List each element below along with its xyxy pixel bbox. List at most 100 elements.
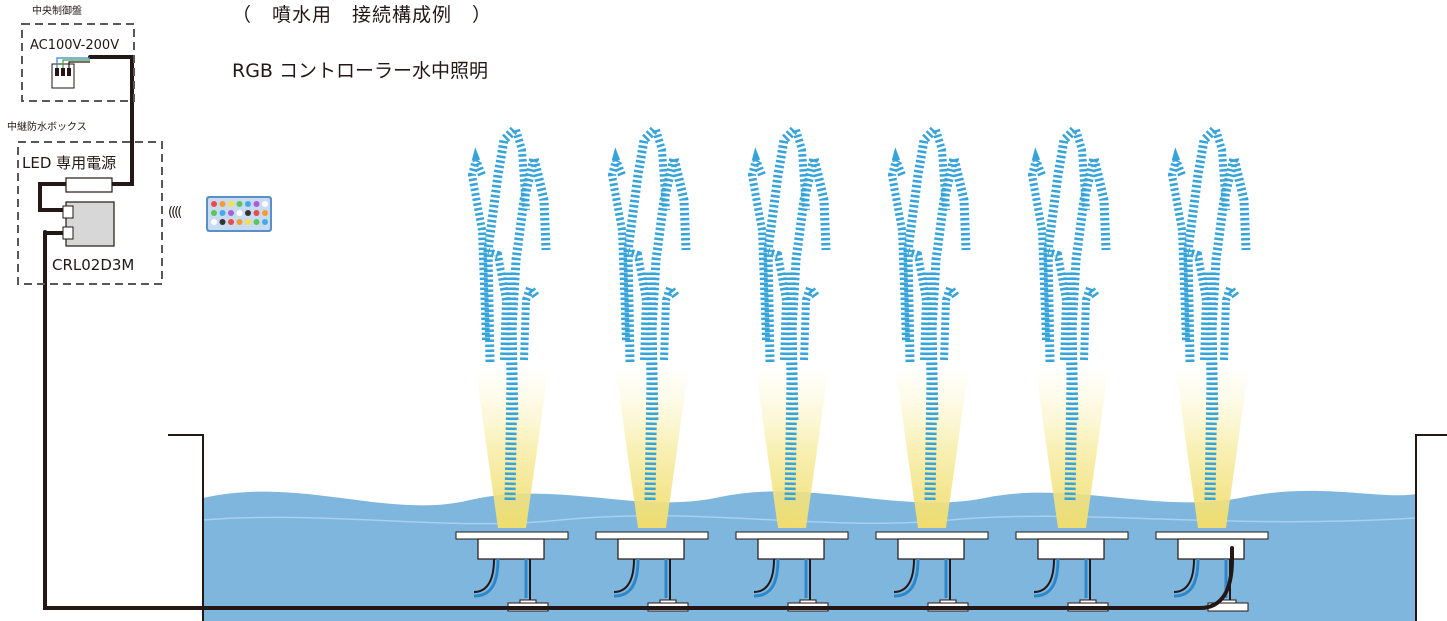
fixture-plate (455, 531, 569, 540)
water-jet-stream (1046, 248, 1071, 361)
water-jet-stream (1064, 269, 1078, 501)
water-jet-stream (1027, 147, 1050, 341)
fountains (455, 126, 1269, 612)
cable-blue (613, 558, 640, 598)
remote-button (245, 210, 251, 216)
water-jet-stream (1183, 126, 1218, 363)
fountain-unit (595, 126, 709, 612)
underwater-light (477, 538, 545, 560)
cable-blue (893, 558, 920, 598)
central-panel-label: 中央制御盤 (32, 6, 82, 17)
water-jet-stream (483, 126, 518, 363)
water-jet-stream (903, 126, 938, 363)
water-jet-stream (660, 279, 680, 361)
pool-right-wall (1415, 434, 1447, 621)
cabling (38, 55, 1234, 610)
panel-to-psu-cable (88, 55, 134, 186)
water-jet-stream (623, 126, 658, 363)
water-jet-stream (607, 147, 630, 341)
led-power-supply-unit (65, 177, 113, 193)
water-jet-stream (504, 269, 518, 501)
relay-box-label: 中継防水ボックス (7, 122, 87, 133)
remote-button (228, 210, 234, 216)
fixture-plate (875, 531, 989, 540)
cable-black (1033, 558, 1055, 593)
water-jet-stream (784, 269, 798, 501)
cable-black (613, 558, 635, 593)
water-jet-stream (644, 269, 658, 501)
water-jet-stream (940, 279, 960, 361)
cable-blue (753, 558, 780, 598)
water-jet-stream (763, 126, 798, 363)
diagram-subtitle: RGB コントローラー水中照明 (232, 60, 488, 82)
remote-button (262, 219, 268, 225)
rgb-remote-control-icon (206, 196, 272, 232)
remote-button (236, 219, 243, 225)
water-jet-stream (747, 147, 770, 341)
relay-waterproof-box (17, 141, 163, 285)
water-jet-stream (924, 269, 938, 501)
controller-unit (65, 201, 115, 247)
underwater-light (897, 538, 965, 560)
water-jet-stream (486, 248, 511, 361)
remote-button (262, 210, 268, 216)
fountain-unit (1015, 126, 1129, 612)
voltage-label: AC100V-200V (30, 38, 120, 53)
water-jet-stream (626, 248, 651, 361)
remote-button (245, 219, 251, 225)
main-cable (43, 230, 1234, 610)
water-jet-stream (766, 248, 791, 361)
fixture-plate (735, 531, 849, 540)
controller-model-label: CRL02D3M (52, 256, 135, 274)
remote-button (253, 219, 260, 225)
water-jet-stream (1167, 147, 1190, 341)
water-jet-stream (800, 279, 820, 361)
remote-button (262, 201, 268, 207)
remote-button (253, 201, 260, 207)
cable-black (473, 558, 495, 593)
remote-button (211, 219, 217, 225)
water-jet-stream (467, 147, 490, 341)
diagram-title: （ 噴水用 接続構成例 ） (232, 4, 493, 26)
remote-button (245, 201, 251, 207)
fixture-plate (1155, 531, 1269, 540)
underwater-light (757, 538, 825, 560)
underwater-light (617, 538, 685, 560)
remote-button (253, 210, 260, 216)
remote-button (236, 210, 243, 216)
central-control-panel (21, 23, 135, 102)
water-jet-stream (520, 279, 540, 361)
fixture-plate (595, 531, 709, 540)
water-jet-stream (1220, 279, 1240, 361)
fixture-plate (1015, 531, 1129, 540)
cable-black (753, 558, 775, 593)
cable-black (1173, 558, 1195, 593)
water-jet-stream (887, 147, 910, 341)
remote-button (236, 201, 243, 207)
power-supply-label: LED 専用電源 (22, 154, 117, 172)
wireless-signal-icon: (((( (168, 205, 182, 220)
water-jet-stream (906, 248, 931, 361)
remote-button (219, 210, 226, 216)
remote-button (211, 210, 217, 216)
water-jet-stream (1204, 269, 1218, 501)
cable-black (893, 558, 915, 593)
remote-button (219, 219, 226, 225)
fountain-unit (735, 126, 849, 612)
fountain-unit (455, 126, 569, 612)
pool-left-wall (168, 434, 204, 621)
underwater-light (1177, 538, 1245, 560)
psu-to-controller-cable (38, 182, 68, 212)
remote-button (228, 219, 234, 225)
water-jet-stream (1186, 248, 1211, 361)
cable-blue (473, 558, 500, 598)
fountain-unit (1155, 126, 1269, 612)
fountain-unit (875, 126, 989, 612)
remote-button (211, 201, 217, 207)
cable-blue (1033, 558, 1060, 598)
underwater-light (1037, 538, 1105, 560)
remote-button (228, 201, 234, 207)
water-jet-stream (1043, 126, 1078, 363)
water-jet-stream (1080, 279, 1100, 361)
